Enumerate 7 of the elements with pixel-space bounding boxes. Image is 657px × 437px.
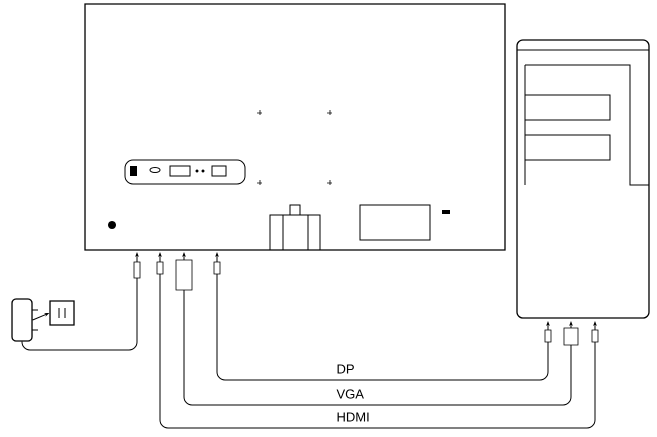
edge-label: HDMI <box>336 412 371 422</box>
edge-label: DP <box>336 364 356 374</box>
computer-tower-drawing <box>516 39 650 319</box>
monitor-drawing <box>84 3 506 251</box>
power-adapter-drawing <box>11 298 33 342</box>
wall-outlet-drawing <box>49 300 75 326</box>
edge-label: VGA <box>336 388 365 400</box>
